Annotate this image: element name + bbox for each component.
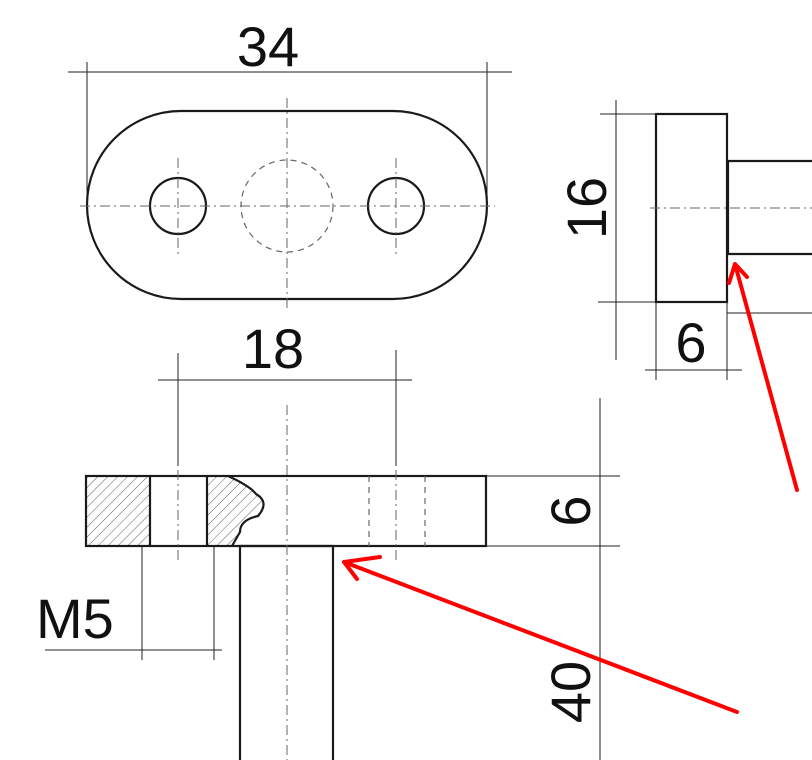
- break-line: [227, 474, 265, 547]
- red-annotations: [342, 262, 799, 714]
- plate-outline: [85, 109, 489, 301]
- dimension-label-34: 34: [237, 15, 299, 78]
- dimension-label-18: 18: [242, 317, 304, 380]
- hatched-breakout: [207, 476, 264, 546]
- top-view: 34: [68, 15, 512, 312]
- thread-label-m5: M5: [36, 587, 114, 650]
- red-arrow-front: [342, 560, 739, 714]
- red-arrowhead: [342, 555, 382, 581]
- dimension-label-16: 16: [555, 177, 618, 239]
- right-side-view: 16 6: [555, 100, 812, 380]
- dimension-label-40: 40: [539, 661, 602, 723]
- hole-spacing-dimension: 18: [158, 317, 412, 466]
- red-arrow-side: [733, 262, 799, 492]
- dimension-label-6-plate: 6: [539, 495, 602, 526]
- shaft-side: [726, 159, 812, 256]
- dimension-label-6-side: 6: [675, 311, 706, 374]
- hatched-section: [86, 476, 150, 546]
- red-arrowhead: [727, 262, 749, 285]
- front-section-view: 6 40 M5: [36, 398, 620, 760]
